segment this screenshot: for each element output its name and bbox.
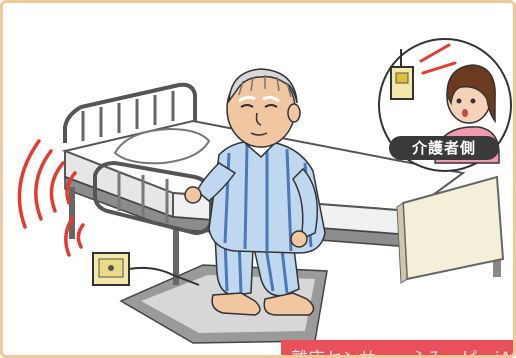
caption-banner: 離床センサー ふみっピーiA — [281, 340, 516, 358]
bed-sensor-scene — [3, 3, 516, 358]
caregiver-side-label: 介護者側 — [389, 136, 499, 160]
caption-text: 離床センサー ふみっピーiA — [291, 344, 511, 358]
